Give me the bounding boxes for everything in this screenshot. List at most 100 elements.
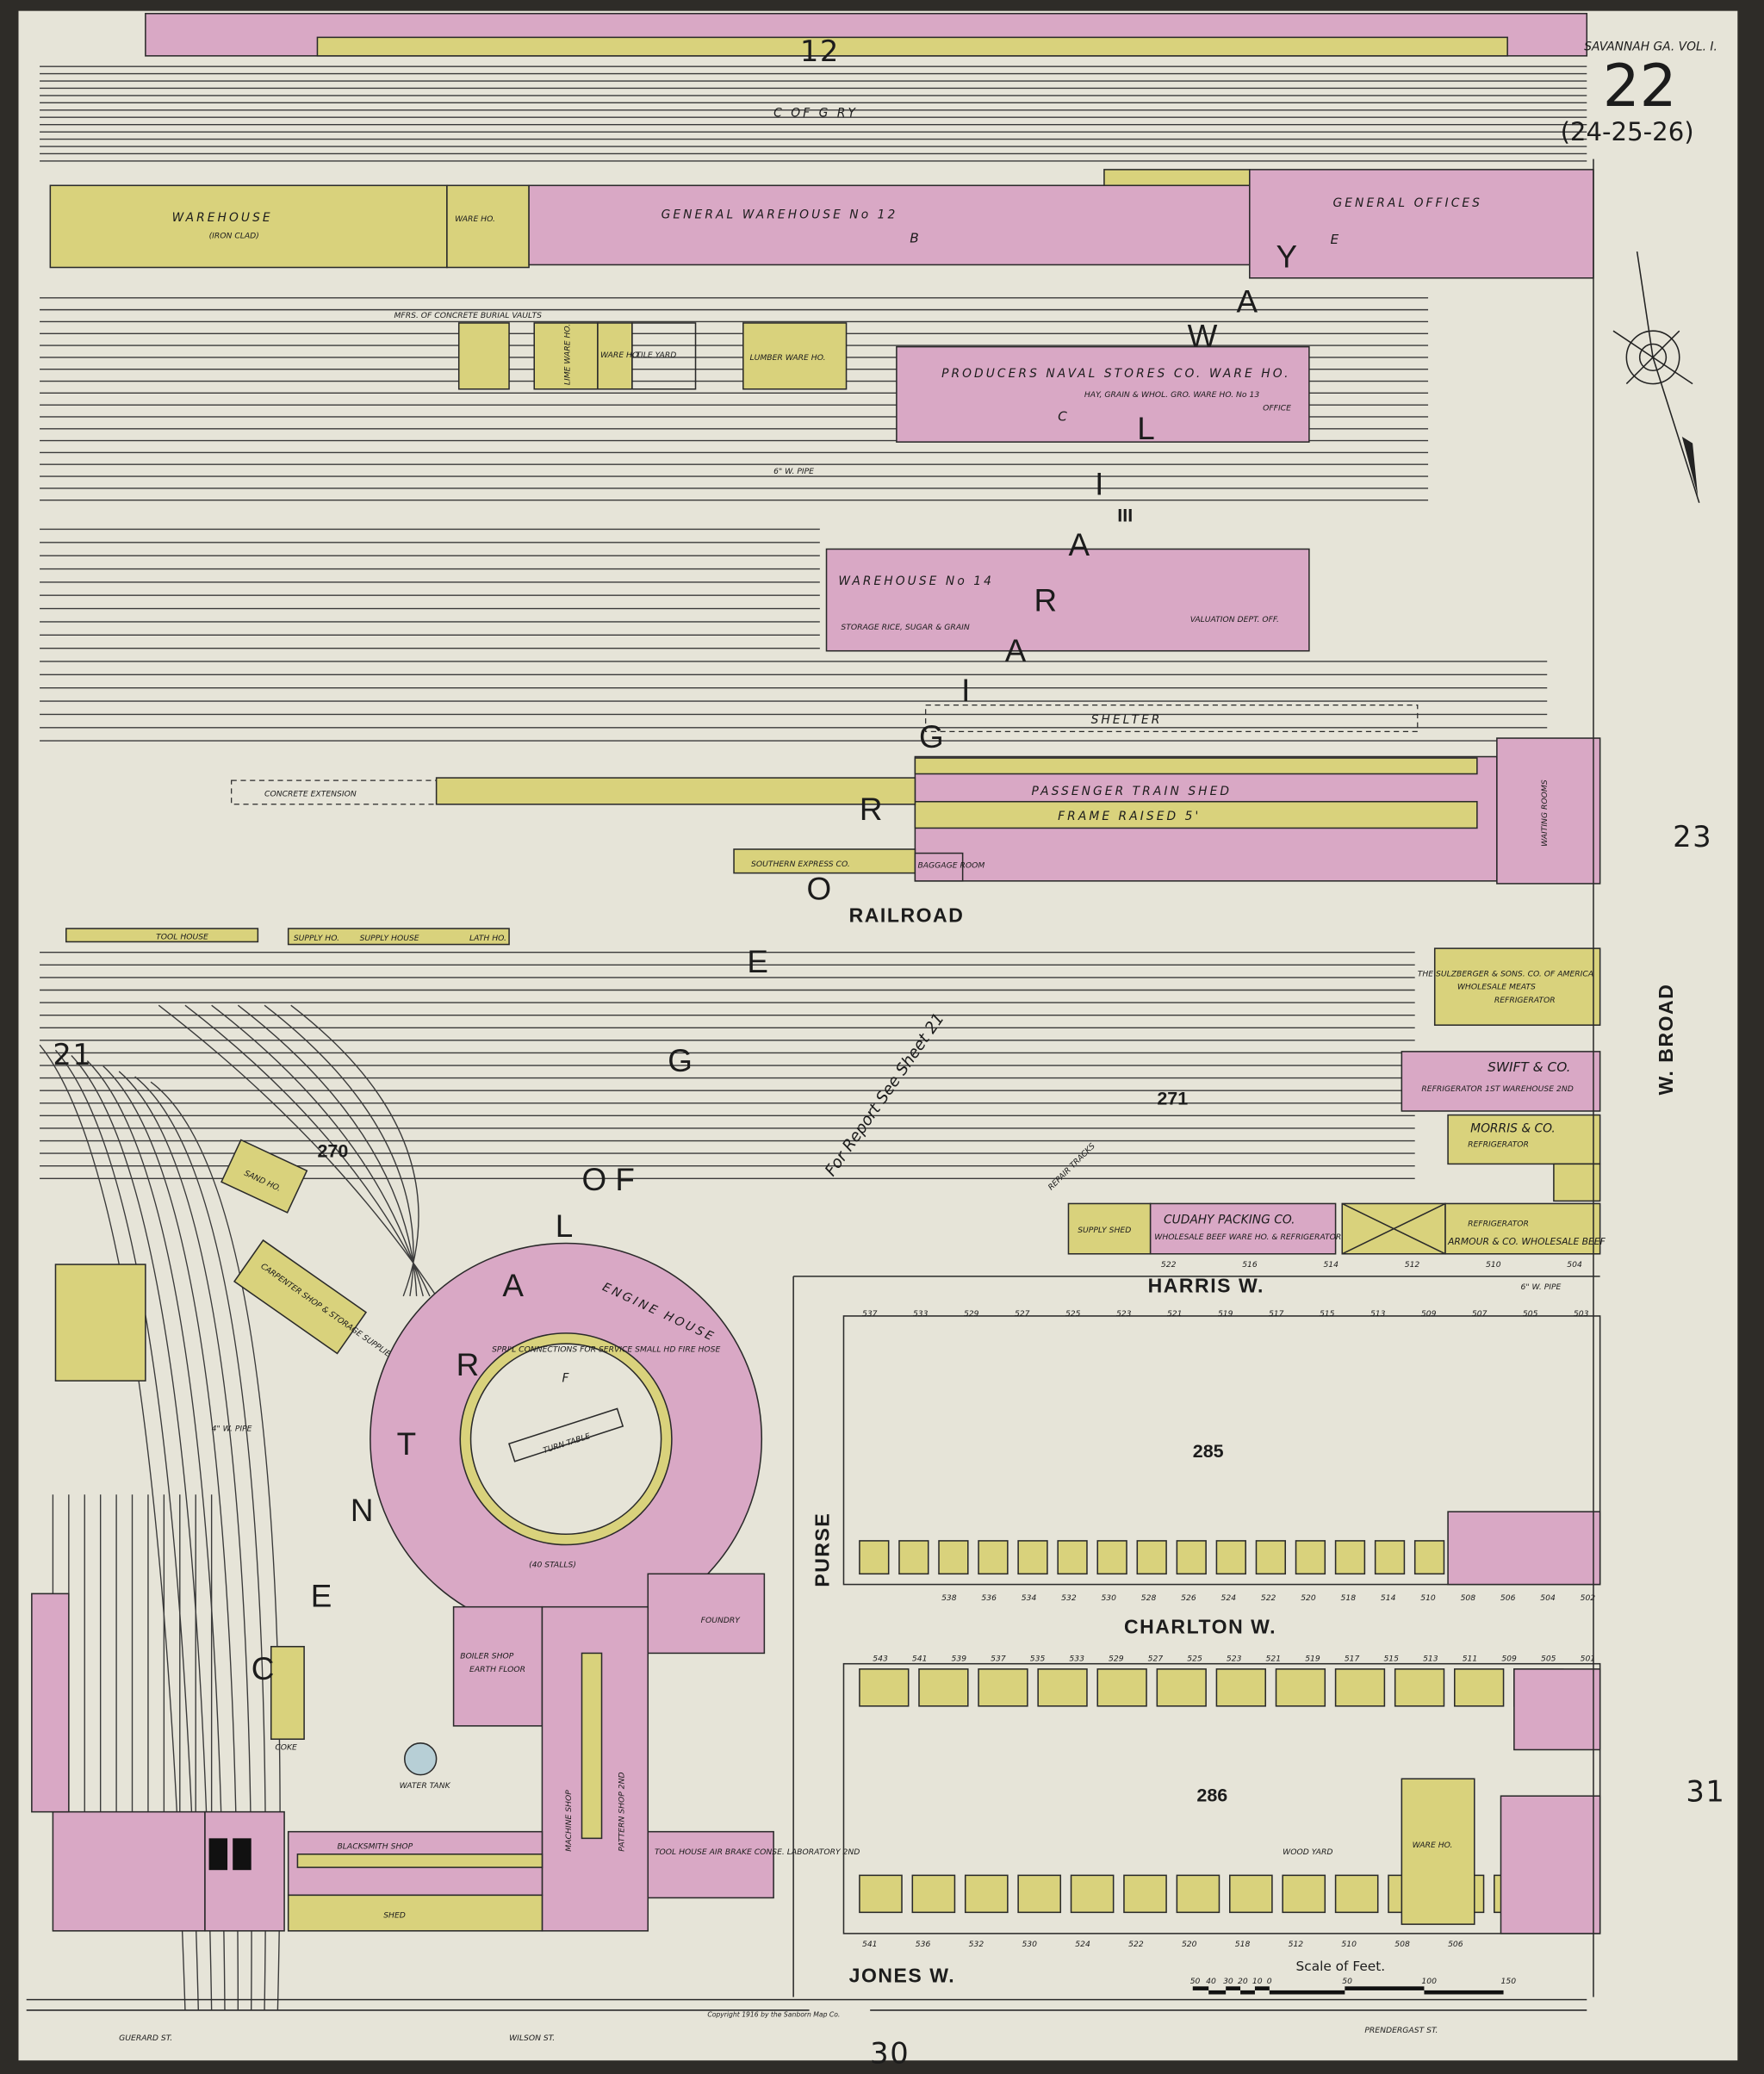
concrete-vaults-label: MFRS. OF CONCRETE BURIAL VAULTS bbox=[394, 311, 542, 320]
house-number-jones: 522 bbox=[1128, 1940, 1144, 1949]
open-lot-cross bbox=[1341, 1202, 1446, 1255]
track-curve bbox=[102, 1065, 239, 2010]
house-number-charlton: 519 bbox=[1305, 1655, 1320, 1664]
general-offices-label: GENERAL OFFICES bbox=[1333, 196, 1483, 210]
dwelling bbox=[1123, 1874, 1167, 1914]
street-purse: PURSE bbox=[811, 1512, 834, 1587]
corner-brick-2 bbox=[1500, 1795, 1601, 1934]
block-286: 286 bbox=[1196, 1785, 1227, 1805]
street-w-broad: W. BROAD bbox=[1655, 984, 1677, 1096]
house-number-rail-front: 510 bbox=[1486, 1260, 1501, 1270]
track-curve bbox=[86, 1060, 226, 2010]
house-number-jones: 508 bbox=[1394, 1940, 1410, 1949]
warehouse-2 bbox=[597, 322, 633, 390]
foundry-label: FOUNDRY bbox=[701, 1616, 742, 1625]
swift-and-co bbox=[1401, 1051, 1601, 1112]
block-number-iii: III bbox=[1117, 505, 1133, 525]
engine-house-letter: F bbox=[562, 1372, 569, 1386]
dwelling bbox=[1215, 1540, 1246, 1575]
general-warehouse-label: GENERAL WAREHOUSE No 12 bbox=[662, 208, 898, 222]
supply-shed bbox=[1067, 1202, 1152, 1255]
producers-naval-stores bbox=[896, 345, 1310, 443]
house-number-rail-front: 504 bbox=[1567, 1260, 1582, 1270]
house-number-charlton: 506 bbox=[1500, 1593, 1516, 1603]
raised-floor bbox=[581, 1652, 603, 1840]
carpenter-shop bbox=[233, 1239, 368, 1355]
stalls-label: (40 STALLS) bbox=[529, 1561, 576, 1570]
armour-and-co bbox=[1444, 1202, 1601, 1255]
water-tank-label: WATER TANK bbox=[400, 1781, 451, 1791]
dwelling bbox=[1334, 1540, 1366, 1575]
railway-of: O F bbox=[582, 1162, 635, 1197]
water-tank bbox=[404, 1742, 438, 1776]
warehouse-label: WAREHOUSE bbox=[172, 211, 273, 225]
valuation-label: VALUATION DEPT. OFF. bbox=[1190, 615, 1279, 624]
house-number-charlton: 510 bbox=[1420, 1593, 1436, 1603]
block-270: 270 bbox=[317, 1141, 348, 1162]
sulzberger-label: THE SULZBERGER & SONS. CO. OF AMERICA bbox=[1418, 969, 1593, 978]
scale-title: Scale of Feet. bbox=[1296, 1959, 1386, 1974]
railway-letter-georgia: O bbox=[806, 871, 831, 906]
lime-label: LIME WARE HO. bbox=[563, 324, 573, 385]
street-lines bbox=[792, 158, 1600, 1997]
pattern-label: PATTERN SHOP 2ND bbox=[618, 1772, 627, 1851]
cudahy-packing bbox=[1149, 1202, 1337, 1255]
armour-label: ARMOUR & CO. WHOLESALE BEEF bbox=[1447, 1236, 1606, 1247]
dwelling bbox=[1096, 1540, 1127, 1575]
house-number-charlton: 536 bbox=[981, 1593, 997, 1603]
house-number-charlton: 524 bbox=[1221, 1593, 1236, 1603]
house-number-charlton: 515 bbox=[1383, 1655, 1399, 1664]
dwellings bbox=[859, 1540, 1591, 1914]
railway-letter-central: L bbox=[556, 1208, 573, 1244]
cudahy-sub: WHOLESALE BEEF WARE HO. & REFRIGERATOR bbox=[1154, 1233, 1341, 1242]
dwelling bbox=[918, 1668, 969, 1707]
morris-label: MORRIS & CO. bbox=[1470, 1122, 1556, 1136]
scale-tick: 50 bbox=[1342, 1977, 1352, 1986]
house-number-charlton: 502 bbox=[1581, 1593, 1596, 1603]
scale-tick: 100 bbox=[1421, 1977, 1437, 1986]
dwelling bbox=[1295, 1540, 1326, 1575]
paper bbox=[18, 10, 1738, 2061]
coke-label: COKE bbox=[275, 1742, 297, 1752]
tool-house-row bbox=[65, 928, 259, 943]
armour-sub: REFRIGERATOR bbox=[1468, 1220, 1529, 1229]
storage-coke bbox=[270, 1645, 305, 1740]
house-number-charlton: 535 bbox=[1030, 1655, 1046, 1664]
track-curve bbox=[211, 1004, 424, 1297]
yard-building bbox=[54, 1264, 146, 1382]
house-number-charlton: 511 bbox=[1463, 1655, 1478, 1664]
house-number-charlton: 527 bbox=[1148, 1655, 1164, 1664]
dwelling bbox=[1334, 1668, 1386, 1707]
house-number-jones: 532 bbox=[969, 1940, 984, 1949]
scale-segment bbox=[1254, 1986, 1270, 1990]
house-number-charlton: 528 bbox=[1141, 1593, 1157, 1603]
scale-tick: 30 bbox=[1223, 1977, 1233, 1986]
platform-frame bbox=[435, 777, 916, 805]
producers-label: PRODUCERS NAVAL STORES CO. WARE HO. bbox=[941, 367, 1290, 381]
railway-letter-railway: A bbox=[1068, 527, 1090, 562]
railway-letter-central: A bbox=[502, 1268, 524, 1303]
morris-sub: REFRIGERATOR bbox=[1468, 1139, 1529, 1149]
concrete-vaults bbox=[457, 322, 510, 390]
shed-frame-strip-1 bbox=[914, 757, 1478, 775]
scale-tick: 150 bbox=[1500, 1977, 1516, 1986]
dwelling bbox=[859, 1668, 910, 1707]
dwelling bbox=[1275, 1668, 1326, 1707]
dwelling bbox=[1057, 1540, 1088, 1575]
railway-letter-central: T bbox=[397, 1426, 417, 1462]
warehouse14-label: WAREHOUSE No 14 bbox=[838, 574, 994, 588]
lumber-warehouse bbox=[742, 322, 848, 390]
scale-segment bbox=[1424, 1990, 1504, 1995]
engine-note: SPRI'L CONNECTIONS FOR SERVICE SMALL HD … bbox=[492, 1344, 720, 1354]
tile-yard-label: TILE YARD bbox=[636, 351, 676, 360]
house-number-charlton: 520 bbox=[1301, 1593, 1316, 1603]
scale-segment bbox=[1208, 1990, 1227, 1995]
house-number-charlton: 518 bbox=[1341, 1593, 1357, 1603]
boiler-unit bbox=[233, 1838, 252, 1871]
southwest-brick-building bbox=[52, 1810, 206, 1932]
pipe-label-harris: 6" W. PIPE bbox=[1521, 1282, 1562, 1292]
boiler-floor-label: EARTH FLOOR bbox=[469, 1665, 525, 1674]
railway-letter-georgia: I bbox=[961, 673, 970, 708]
shed-label: SHED bbox=[383, 1910, 406, 1920]
